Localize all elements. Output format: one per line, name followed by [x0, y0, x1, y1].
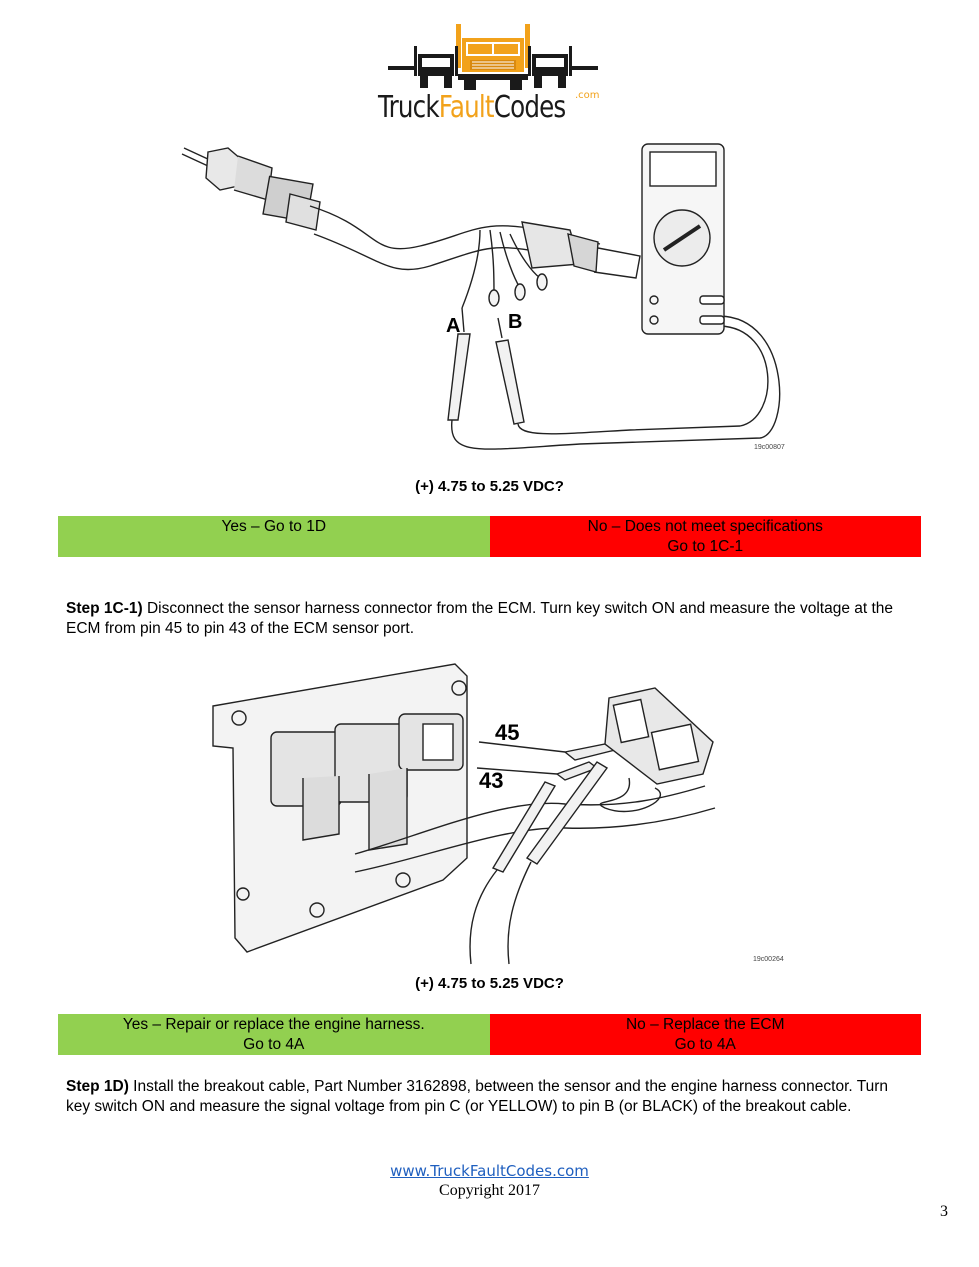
answer-no-cell: No – Does not meet specifications Go to … — [489, 516, 921, 557]
answer-no-line1: No – Replace the ECM — [625, 1016, 785, 1033]
pin-43-label: 43 — [479, 768, 503, 793]
pin-45-label: 45 — [495, 720, 519, 745]
step-1c1-paragraph: Step 1C-1) Disconnect the sensor harness… — [66, 599, 916, 639]
answer-yes-text: Yes – Go to 1D — [221, 518, 327, 535]
figure-reference-code: 19c00264 — [753, 956, 784, 963]
truck-icon — [388, 24, 598, 90]
figure-reference-code: 19c00807 — [754, 444, 785, 451]
logo-wordmark: TruckFaultCodes — [378, 90, 566, 125]
answer-yes-line2: Go to 4A — [243, 1036, 305, 1053]
ecm-probe-diagram: 45 43 19c00264 — [212, 663, 784, 965]
truckfaultcodes-logo: TruckFaultCodes .com — [378, 20, 602, 130]
page-number: 3 — [940, 1203, 948, 1220]
sensor-multimeter-diagram: A B 19c00807 — [181, 143, 785, 451]
logo-word-codes: Codes — [493, 90, 567, 125]
answer-row-2: Yes – Repair or replace the engine harne… — [58, 1014, 921, 1055]
answer-row-1: Yes – Go to 1D No – Does not meet specif… — [58, 516, 921, 557]
step-1d-label: Step 1D) — [66, 1078, 129, 1095]
step-1d-text: Install the breakout cable, Part Number … — [66, 1078, 889, 1115]
logo-word-fault: Fault — [438, 90, 495, 125]
copyright-text: Copyright 2017 — [439, 1182, 540, 1199]
step-1d-paragraph: Step 1D) Install the breakout cable, Par… — [66, 1077, 916, 1117]
step-1c1-label: Step 1C-1) — [66, 600, 143, 617]
question-voltage-2: (+) 4.75 to 5.25 VDC? — [415, 975, 564, 992]
website-link[interactable]: www.TruckFaultCodes.com — [390, 1162, 589, 1180]
answer-yes-cell: Yes – Go to 1D — [58, 516, 490, 557]
answer-yes-cell: Yes – Repair or replace the engine harne… — [58, 1014, 490, 1055]
logo-word-truck: Truck — [378, 90, 440, 125]
question-voltage-1: (+) 4.75 to 5.25 VDC? — [415, 478, 564, 495]
logo-com-suffix: .com — [575, 90, 600, 101]
answer-no-line2: Go to 4A — [674, 1036, 736, 1053]
probe-label-b: B — [508, 311, 522, 333]
answer-no-line2: Go to 1C-1 — [667, 538, 744, 555]
answer-yes-line1: Yes – Repair or replace the engine harne… — [122, 1016, 425, 1033]
probe-label-a: A — [446, 315, 460, 337]
answer-no-cell: No – Replace the ECM Go to 4A — [489, 1014, 921, 1055]
step-1c1-text: Disconnect the sensor harness connector … — [66, 600, 894, 637]
answer-no-line1: No – Does not meet specifications — [587, 518, 823, 535]
